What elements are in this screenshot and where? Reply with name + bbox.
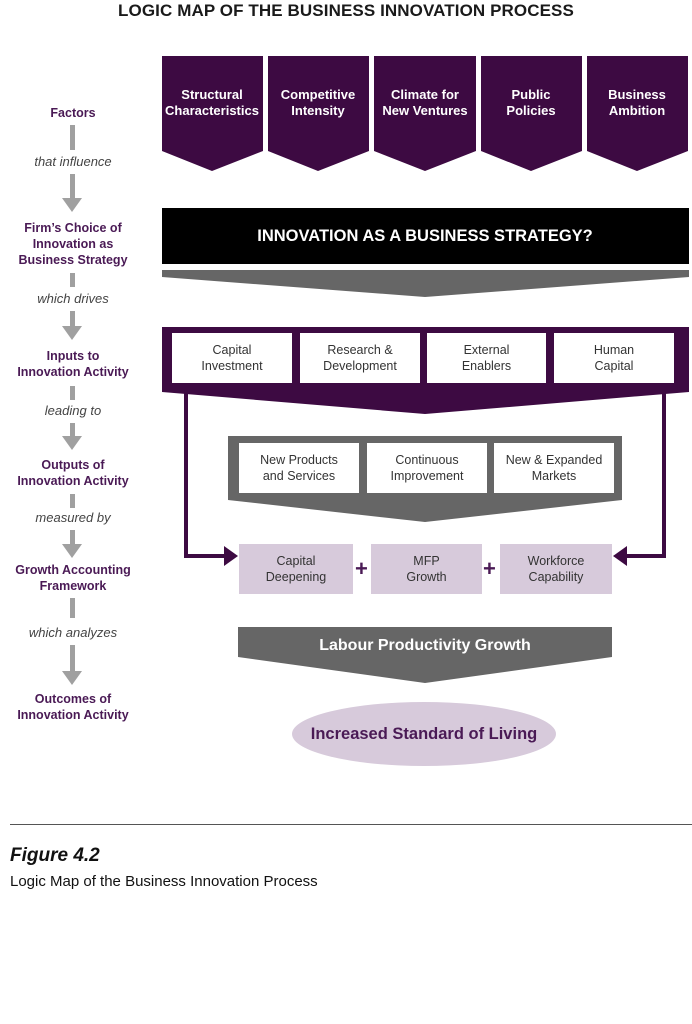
factor-shape-3: [374, 56, 476, 171]
connector-bar: [70, 598, 75, 618]
down-arrow-icon: [62, 544, 82, 558]
strategy-chevron: [162, 270, 689, 297]
plus-icon: +: [355, 556, 368, 581]
down-arrow-icon: [62, 436, 82, 450]
connector-bar: [70, 125, 75, 150]
outcome-oval: [292, 702, 556, 766]
strategy-banner: INNOVATION AS A BUSINESS STRATEGY?: [257, 227, 593, 245]
connector-which-drives: which drives: [37, 291, 109, 306]
strategy-banner-shape: [162, 208, 689, 264]
connector-leading-to: leading to: [44, 403, 102, 418]
connector-bar: [70, 386, 75, 400]
arrow-to-workforce: [613, 546, 627, 566]
factor-shape-5: [587, 56, 688, 171]
growth-capital-deepening: Capital Deepening: [239, 544, 353, 594]
connector-bar: [70, 530, 75, 546]
factor-shape-1: [162, 56, 263, 171]
output-new-markets: New & Expanded Markets: [494, 443, 614, 493]
factor-shape-2: [268, 56, 369, 171]
stage-growth-accounting: Growth Accounting Framework: [15, 563, 131, 593]
connector-that-influence: that influence: [34, 154, 112, 169]
connector-bar: [70, 311, 75, 328]
diagram-title: LOGIC MAP OF THE BUSINESS INNOVATION PRO…: [118, 1, 574, 20]
figure-number: Figure 4.2: [10, 845, 100, 866]
factor-business-ambition: Business Ambition: [608, 87, 666, 118]
input-capital-investment: Capital Investment: [172, 333, 292, 383]
connector-bar: [70, 273, 75, 287]
down-arrow-icon: [62, 198, 82, 212]
stage-inputs: Inputs to Innovation Activity: [17, 349, 129, 379]
stage-outputs: Outputs of Innovation Activity: [17, 458, 129, 488]
growth-workforce-capability: Workforce Capability: [500, 544, 612, 594]
connector-bar: [70, 174, 75, 200]
growth-mfp: MFP Growth: [371, 544, 482, 594]
input-research-development: Research & Development: [300, 333, 420, 383]
factor-structural-characteristics: Structural Characteristics: [165, 87, 259, 118]
factor-shape-4: [481, 56, 582, 171]
factor-climate-new-ventures: Climate for New Ventures: [382, 87, 468, 118]
output-continuous-improvement: Continuous Improvement: [367, 443, 487, 493]
stage-outcomes: Outcomes of Innovation Activity: [17, 692, 129, 722]
inputs-to-capital-deepening-line: [184, 390, 226, 558]
labour-productivity-shape: [238, 627, 612, 683]
inputs-to-workforce-line: [626, 390, 666, 558]
down-arrow-icon: [62, 326, 82, 340]
figure-caption: Logic Map of the Business Innovation Pro…: [10, 873, 318, 890]
stage-factors: Factors: [50, 106, 96, 120]
factor-public-policies: Public Policies: [506, 87, 556, 118]
connector-bar: [70, 494, 75, 508]
connector-bar: [70, 423, 75, 438]
caption-divider: [10, 824, 692, 825]
plus-icon: +: [483, 556, 496, 581]
down-arrow-icon: [62, 671, 82, 685]
connector-bar: [70, 645, 75, 673]
increased-standard-of-living: Increased Standard of Living: [310, 725, 538, 743]
connector-which-analyzes: which analyzes: [28, 625, 118, 640]
input-external-enablers: External Enablers: [427, 333, 546, 383]
arrow-to-capital-deepening: [224, 546, 238, 566]
connector-measured-by: measured by: [35, 510, 111, 525]
output-new-products: New Products and Services: [239, 443, 359, 493]
factor-competitive-intensity: Competitive Intensity: [280, 87, 356, 118]
labour-productivity-growth: Labour Productivity Growth: [319, 637, 531, 654]
input-human-capital: Human Capital: [554, 333, 674, 383]
stage-firms-choice: Firm’s Choice of Innovation as Business …: [18, 221, 128, 267]
